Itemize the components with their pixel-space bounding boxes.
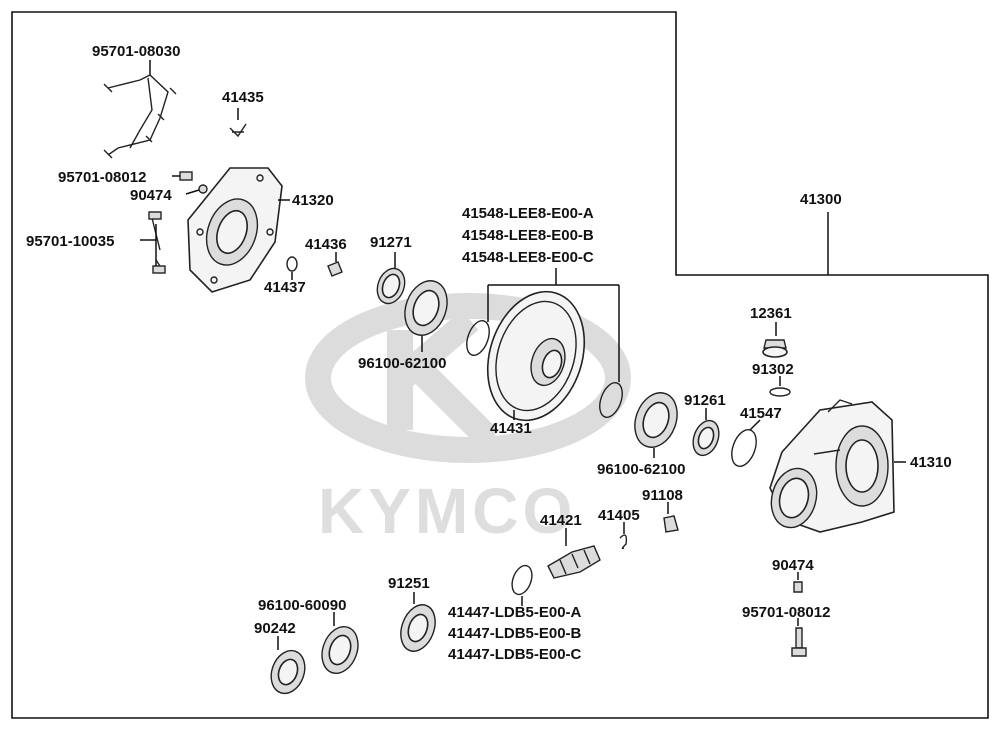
shim-41447-part <box>511 564 533 606</box>
label-91251: 91251 <box>388 575 430 592</box>
label-41320: 41320 <box>292 192 334 209</box>
label-90474-left: 90474 <box>130 187 172 204</box>
label-95701-10035: 95701-10035 <box>26 233 114 250</box>
label-41300: 41300 <box>800 191 842 208</box>
label-41437: 41437 <box>264 279 306 296</box>
label-91302: 91302 <box>752 361 794 378</box>
label-95701-08012-right: 95701-08012 <box>742 604 830 621</box>
shim-41548-part <box>466 268 623 418</box>
assembly-frame <box>11 11 989 719</box>
bearing-left-part <box>404 280 448 352</box>
label-41548-b: 41548-LEE8-E00-B <box>462 227 594 244</box>
bolts-95701-10035-part <box>140 211 166 274</box>
pin-41436-41437-part <box>286 252 343 280</box>
label-90242: 90242 <box>254 620 296 637</box>
label-41447-a: 41447-LDB5-E00-A <box>448 604 582 621</box>
label-41435: 41435 <box>222 89 264 106</box>
bearing-right-part <box>634 392 678 458</box>
label-91108: 91108 <box>642 487 683 504</box>
seal-91251-part <box>400 592 436 652</box>
label-41421: 41421 <box>540 512 582 529</box>
bearing-96100-60090-part <box>321 612 359 674</box>
bolt-12361-part <box>762 322 788 358</box>
label-41405: 41405 <box>598 507 640 524</box>
seal-91271-part <box>376 252 406 305</box>
label-41548-a: 41548-LEE8-E00-A <box>462 205 594 222</box>
label-95701-08012-left: 95701-08012 <box>58 169 146 186</box>
label-41436: 41436 <box>305 236 347 253</box>
seal-91261-part <box>692 408 720 457</box>
label-91261: 91261 <box>684 392 726 409</box>
bolt-washer-left-part <box>172 171 208 195</box>
watermark-text: KYMCO <box>318 475 576 547</box>
seal-90242-part <box>270 636 306 695</box>
cover-41320-part <box>187 167 290 293</box>
clip-41435-part <box>229 108 247 138</box>
wire-harness-part <box>103 60 177 159</box>
ring-gear-41431-part <box>486 290 586 422</box>
label-41447-b: 41447-LDB5-E00-B <box>448 625 582 642</box>
label-41548-c: 41548-LEE8-E00-C <box>462 249 594 266</box>
clip-41405-part <box>619 522 628 550</box>
label-90474-right: 90474 <box>772 557 814 574</box>
label-41310: 41310 <box>910 454 952 471</box>
oring-41547-part <box>731 419 761 467</box>
label-41447-c: 41447-LDB5-E00-C <box>448 646 582 663</box>
kymco-watermark: KYMCO <box>305 293 631 547</box>
pinion-41421-part <box>547 528 601 579</box>
label-95701-08030: 95701-08030 <box>92 43 180 60</box>
bolt-washer-right-part <box>791 572 807 657</box>
label-96100-62100-right: 96100-62100 <box>597 461 685 478</box>
label-96100-62100-left: 96100-62100 <box>358 355 446 372</box>
plug-91108-part <box>663 502 679 533</box>
label-12361: 12361 <box>750 305 792 322</box>
housing-41310-part <box>769 399 906 533</box>
label-41547: 41547 <box>740 405 782 422</box>
label-96100-60090: 96100-60090 <box>258 597 346 614</box>
washer-91302-part <box>769 376 791 397</box>
label-91271: 91271 <box>370 234 412 251</box>
label-41431: 41431 <box>490 420 532 437</box>
